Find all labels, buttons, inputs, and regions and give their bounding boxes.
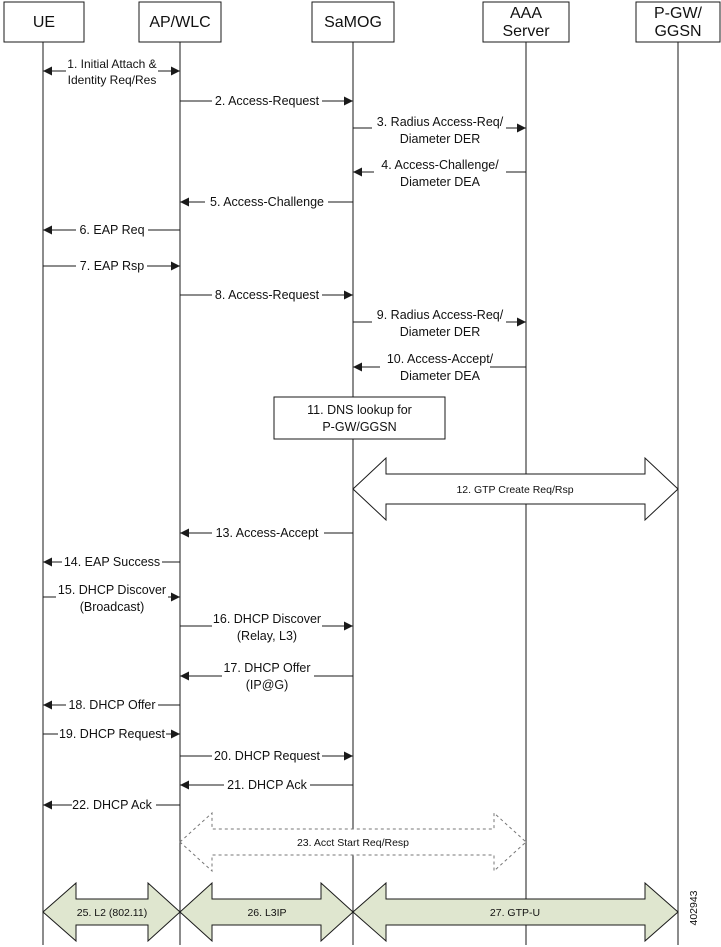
message-18-label: 18. DHCP Offer bbox=[68, 698, 155, 712]
message-17-label-1: 17. DHCP Offer bbox=[223, 661, 310, 675]
message-1-label-2: Identity Req/Res bbox=[68, 73, 157, 87]
message-7-label: 7. EAP Rsp bbox=[80, 259, 144, 273]
message-10-label-2: Diameter DEA bbox=[400, 369, 481, 383]
tunnel-26-l3ip: 26. L3IP bbox=[179, 881, 354, 943]
tunnel-25-l2: 25. L2 (802.11) bbox=[42, 881, 181, 943]
tunnel-23-label: 23. Acct Start Req/Resp bbox=[297, 837, 409, 849]
message-4: 4. Access-Challenge/ Diameter DEA bbox=[353, 158, 526, 189]
tunnel-26-label: 26. L3IP bbox=[247, 907, 286, 919]
message-13: 13. Access-Accept bbox=[180, 526, 353, 540]
message-15: 15. DHCP Discover (Broadcast) bbox=[43, 583, 180, 614]
message-4-label-1: 4. Access-Challenge/ bbox=[381, 158, 499, 172]
participant-samog: SaMOG bbox=[311, 1, 395, 43]
participant-ue-label: UE bbox=[33, 14, 55, 31]
message-10-label-1: 10. Access-Accept/ bbox=[387, 352, 494, 366]
message-15-label-2: (Broadcast) bbox=[80, 600, 145, 614]
tunnel-27-gtp-u: 27. GTP-U bbox=[352, 881, 679, 943]
message-8-label: 8. Access-Request bbox=[215, 288, 320, 302]
participant-ap-wlc-label: AP/WLC bbox=[149, 14, 210, 31]
message-17-label-2: (IP@G) bbox=[246, 678, 289, 692]
figure-id: 402943 bbox=[688, 890, 700, 925]
dns-lookup-label-2: P-GW/GGSN bbox=[322, 420, 396, 434]
message-1: 1. Initial Attach & Identity Req/Res bbox=[43, 57, 180, 87]
message-22-label: 22. DHCP Ack bbox=[72, 798, 152, 812]
message-16-label-1: 16. DHCP Discover bbox=[213, 612, 321, 626]
messages: 1. Initial Attach & Identity Req/Res 2. … bbox=[43, 57, 526, 812]
participant-pgw-ggsn: P-GW/ GGSN bbox=[635, 1, 721, 43]
message-21-label: 21. DHCP Ack bbox=[227, 778, 307, 792]
tunnel-12-label: 12. GTP Create Req/Rsp bbox=[456, 484, 573, 496]
message-5: 5. Access-Challenge bbox=[180, 195, 353, 209]
dns-lookup-box: 11. DNS lookup for P-GW/GGSN bbox=[273, 396, 446, 440]
message-9-label-1: 9. Radius Access-Req/ bbox=[377, 308, 504, 322]
message-19-label: 19. DHCP Request bbox=[59, 727, 166, 741]
tunnel-12-gtp-create: 12. GTP Create Req/Rsp bbox=[352, 456, 679, 522]
participant-pgw-ggsn-label-2: GGSN bbox=[654, 23, 701, 40]
message-4-label-2: Diameter DEA bbox=[400, 175, 481, 189]
message-15-label-1: 15. DHCP Discover bbox=[58, 583, 166, 597]
tunnel-27-label: 27. GTP-U bbox=[490, 907, 540, 919]
message-9: 9. Radius Access-Req/ Diameter DER bbox=[353, 308, 526, 339]
participant-pgw-ggsn-label-1: P-GW/ bbox=[654, 5, 703, 22]
message-16-label-2: (Relay, L3) bbox=[237, 629, 297, 643]
message-6-label: 6. EAP Req bbox=[79, 223, 144, 237]
message-14: 14. EAP Success bbox=[43, 555, 180, 569]
message-19: 19. DHCP Request bbox=[43, 727, 180, 741]
message-21: 21. DHCP Ack bbox=[180, 778, 353, 792]
message-2-label: 2. Access-Request bbox=[215, 94, 320, 108]
message-9-label-2: Diameter DER bbox=[400, 325, 481, 339]
participant-aaa-server-label-1: AAA bbox=[510, 5, 542, 22]
message-3: 3. Radius Access-Req/ Diameter DER bbox=[353, 115, 526, 146]
message-17: 17. DHCP Offer (IP@G) bbox=[180, 661, 353, 692]
message-1-label-1: 1. Initial Attach & bbox=[67, 57, 156, 71]
message-16: 16. DHCP Discover (Relay, L3) bbox=[180, 612, 353, 643]
participant-aaa-server: AAA Server bbox=[482, 1, 570, 43]
tunnel-25-label: 25. L2 (802.11) bbox=[77, 907, 147, 919]
message-10: 10. Access-Accept/ Diameter DEA bbox=[353, 352, 526, 383]
message-5-label: 5. Access-Challenge bbox=[210, 195, 324, 209]
lifelines bbox=[42, 42, 679, 945]
participant-ap-wlc: AP/WLC bbox=[138, 1, 222, 43]
tunnel-23-acct-start: 23. Acct Start Req/Resp bbox=[179, 811, 527, 873]
message-8: 8. Access-Request bbox=[180, 288, 353, 302]
message-3-label-2: Diameter DER bbox=[400, 132, 481, 146]
message-18: 18. DHCP Offer bbox=[43, 698, 180, 712]
participant-ue: UE bbox=[3, 1, 85, 43]
message-7: 7. EAP Rsp bbox=[43, 259, 180, 273]
message-6: 6. EAP Req bbox=[43, 223, 180, 237]
message-20-label: 20. DHCP Request bbox=[214, 749, 321, 763]
participant-headers: UE AP/WLC SaMOG AAA Server P-GW/ GGSN bbox=[3, 1, 721, 43]
message-20: 20. DHCP Request bbox=[180, 749, 353, 763]
message-14-label: 14. EAP Success bbox=[64, 555, 160, 569]
message-2: 2. Access-Request bbox=[180, 94, 353, 108]
message-22: 22. DHCP Ack bbox=[43, 798, 180, 812]
dns-lookup-label-1: 11. DNS lookup for bbox=[307, 403, 412, 417]
participant-samog-label: SaMOG bbox=[324, 14, 382, 31]
message-13-label: 13. Access-Accept bbox=[216, 526, 319, 540]
message-3-label-1: 3. Radius Access-Req/ bbox=[377, 115, 504, 129]
participant-aaa-server-label-2: Server bbox=[502, 23, 550, 40]
